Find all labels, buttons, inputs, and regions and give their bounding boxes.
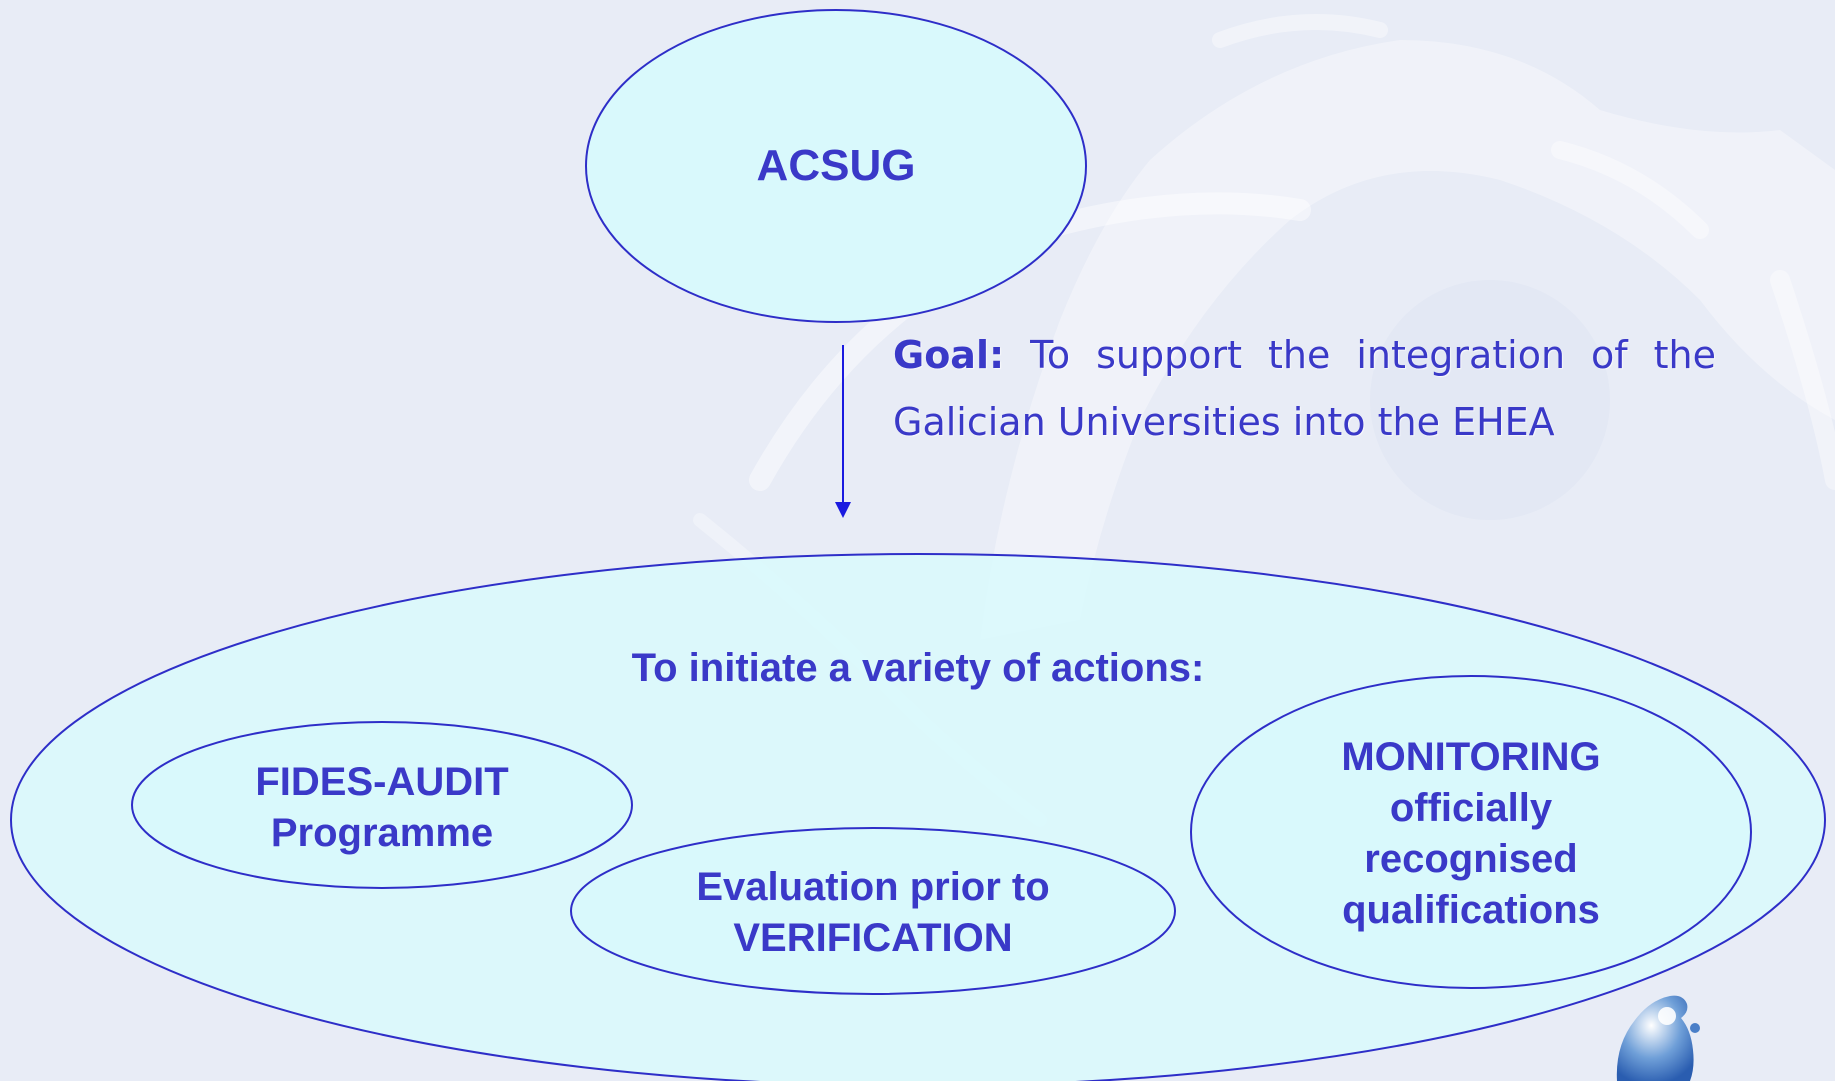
container-label-text: To initiate a variety of actions:	[631, 646, 1205, 690]
fides-audit-label: FIDES-AUDIT Programme	[182, 757, 582, 859]
acsug-ellipse	[585, 9, 1087, 323]
goal-key: Goal:	[893, 333, 1005, 377]
monitoring-ellipse	[1190, 675, 1752, 989]
evaluation-line-1: Evaluation prior to	[696, 865, 1050, 909]
container-label: To initiate a variety of actions:	[518, 643, 1318, 694]
acsug-label-text: ACSUG	[756, 141, 916, 190]
acsug-label: ACSUG	[636, 140, 1036, 191]
goal-text: Goal: To support the integration of the …	[893, 322, 1716, 456]
acsug-logo-icon	[1616, 995, 1700, 1081]
fides-audit-line-1: FIDES-AUDIT	[255, 760, 509, 804]
fides-audit-ellipse	[131, 721, 633, 889]
fides-audit-line-2: Programme	[270, 811, 494, 855]
goal-body: To support the integration of the Galici…	[893, 333, 1716, 444]
monitoring-line-3: recognised	[1364, 837, 1578, 881]
monitoring-line-2: officially	[1389, 786, 1553, 830]
evaluation-label: Evaluation prior to VERIFICATION	[623, 862, 1123, 964]
monitoring-line-4: qualifications	[1342, 888, 1600, 932]
evaluation-ellipse	[570, 827, 1176, 995]
monitoring-line-1: MONITORING	[1341, 735, 1601, 779]
evaluation-line-2: VERIFICATION	[733, 916, 1013, 960]
monitoring-label: MONITORING officially recognised qualifi…	[1271, 732, 1671, 936]
